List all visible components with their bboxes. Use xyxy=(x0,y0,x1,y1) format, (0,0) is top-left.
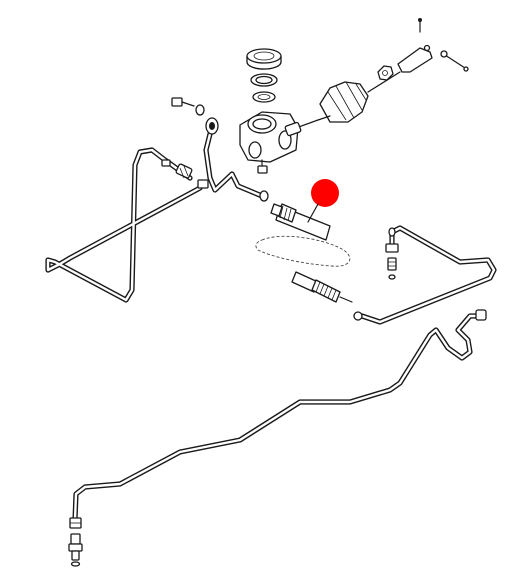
right-bleed-valve xyxy=(385,227,399,280)
lower-left-union xyxy=(68,533,83,567)
right-pipe-loop xyxy=(359,225,497,325)
left-pipe-loop xyxy=(45,147,203,303)
highlight-marker xyxy=(311,179,339,207)
locknut xyxy=(377,65,394,81)
clevis-pin xyxy=(440,50,469,72)
left-union xyxy=(175,163,193,179)
mounting-bolt-upper xyxy=(171,97,205,116)
slave-cylinder xyxy=(270,203,331,241)
banjo-fitting xyxy=(205,117,269,202)
slave-push-rod xyxy=(291,271,363,321)
reservoir-washer xyxy=(252,91,276,103)
reservoir-cap xyxy=(246,48,282,70)
upper-feed-pipe xyxy=(203,123,265,199)
master-cylinder xyxy=(239,111,319,163)
reservoir-seal-ring xyxy=(250,73,278,87)
right-pipe-end-nut xyxy=(475,309,487,321)
mounting-bolt-lower xyxy=(257,159,268,174)
clevis-fork xyxy=(397,18,433,73)
push-rod-boot xyxy=(317,71,401,123)
left-bleed-nipple xyxy=(161,159,209,189)
seal-kit-outline xyxy=(255,235,351,267)
lower-left-pipe-nut xyxy=(69,517,82,529)
long-lower-pipe xyxy=(72,313,485,523)
